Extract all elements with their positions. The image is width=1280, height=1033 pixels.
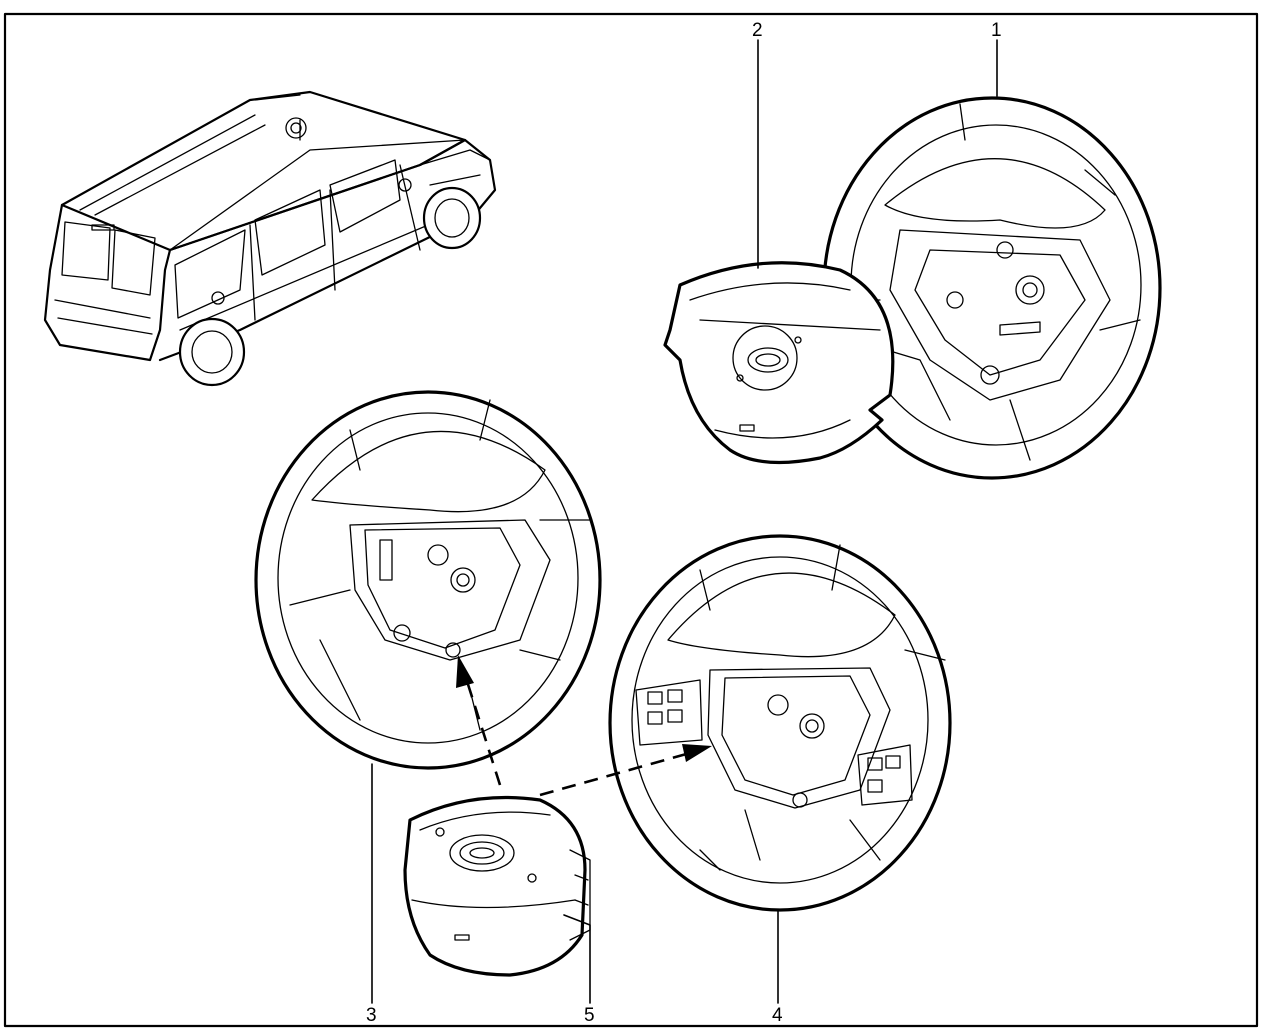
callout-5: 5 <box>584 1005 595 1026</box>
callout-labels: 1 2 3 4 5 <box>366 20 1002 1026</box>
callout-3: 3 <box>366 1005 377 1026</box>
callout-1: 1 <box>991 20 1002 41</box>
diagram-border <box>3 12 1259 1028</box>
callout-2: 2 <box>752 20 763 41</box>
callout-4: 4 <box>772 1005 783 1026</box>
steering-wheel-3 <box>254 390 602 770</box>
dashed-arrow-icon <box>456 655 712 797</box>
airbag-module-2 <box>663 261 895 465</box>
callout-leaders <box>371 39 998 1004</box>
airbag-module-5 <box>403 795 591 977</box>
minivan-outline-icon <box>43 90 497 387</box>
steering-wheel-4 <box>608 534 952 912</box>
